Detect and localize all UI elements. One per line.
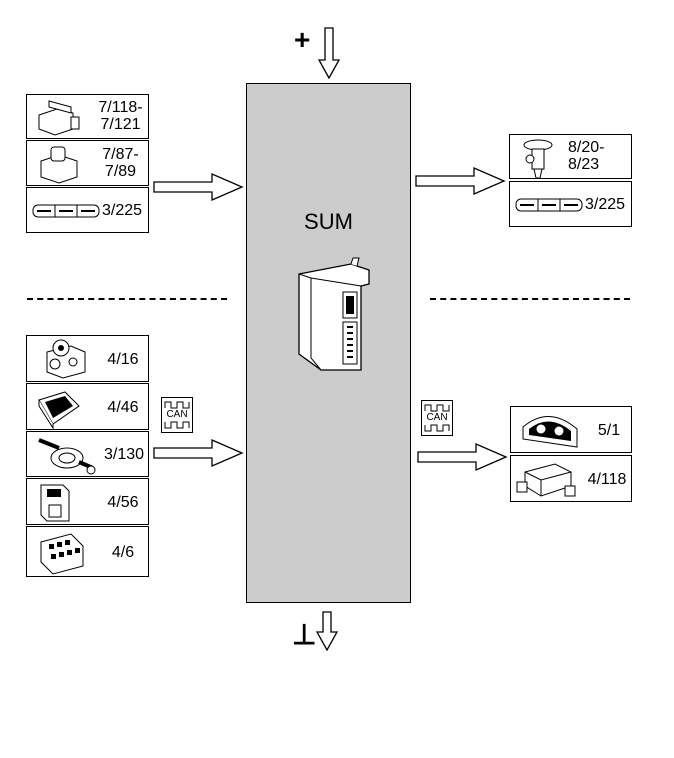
ground-arrow-icon xyxy=(315,611,339,652)
component-3-225-left: 3/225 xyxy=(26,187,149,233)
component-label: 4/16 xyxy=(107,351,139,368)
output-arrow-icon xyxy=(415,167,506,195)
can-output-arrow-icon xyxy=(417,443,508,471)
component-4-118: 4/118 xyxy=(510,455,632,502)
instrument-cluster-icon xyxy=(522,416,578,448)
module-title: SUM xyxy=(304,209,353,234)
control-unit-icon xyxy=(516,463,576,497)
control-unit-icon xyxy=(40,484,70,522)
can-signal-icon xyxy=(164,401,190,429)
can-bus-badge-left: CAN xyxy=(161,397,193,433)
component-label: 7/118- 7/121 xyxy=(98,99,143,133)
component-label: 4/56 xyxy=(107,494,139,511)
component-label: 4/6 xyxy=(111,544,135,561)
ground-symbol: ⊥ xyxy=(292,619,317,650)
can-label: CAN xyxy=(166,409,188,420)
sensor-icon xyxy=(40,146,78,184)
component-5-1: 5/1 xyxy=(510,406,632,453)
valve-icon xyxy=(523,139,553,179)
can-signal-icon xyxy=(424,404,450,432)
sum-module: SUM xyxy=(246,83,411,603)
component-4-56: 4/56 xyxy=(26,478,149,525)
component-label: 4/46 xyxy=(107,399,139,416)
steering-switch-icon xyxy=(38,438,96,475)
component-4-6: 4/6 xyxy=(26,526,149,577)
component-4-16: 4/16 xyxy=(26,335,149,382)
component-label: 3/225 xyxy=(584,196,626,213)
abs-unit-icon xyxy=(46,339,86,379)
component-label: 3/225 xyxy=(101,202,143,219)
sensor-icon xyxy=(38,100,80,136)
component-3-130: 3/130 xyxy=(26,431,149,477)
switch-panel-icon xyxy=(32,204,100,218)
input-arrow-icon xyxy=(153,173,244,201)
component-7-87: 7/87- 7/89 xyxy=(26,140,149,186)
component-4-46: 4/46 xyxy=(26,383,149,430)
can-input-arrow-icon xyxy=(153,439,244,467)
control-unit-icon xyxy=(40,533,84,575)
component-8-20: 8/20- 8/23 xyxy=(509,134,632,179)
component-label: 8/20- 8/23 xyxy=(568,139,605,173)
can-label: CAN xyxy=(426,412,448,423)
power-arrow-icon xyxy=(317,27,341,80)
can-bus-badge-right: CAN xyxy=(421,400,453,436)
component-7-118: 7/118- 7/121 xyxy=(26,94,149,139)
control-unit-icon xyxy=(298,257,370,371)
component-3-225-right: 3/225 xyxy=(509,181,632,227)
separator-right xyxy=(430,298,630,300)
component-label: 4/118 xyxy=(587,471,627,488)
separator-left xyxy=(27,298,227,300)
component-label: 5/1 xyxy=(597,422,621,439)
power-plus-symbol: + xyxy=(294,24,311,55)
component-label: 3/130 xyxy=(103,446,145,463)
switch-panel-icon xyxy=(515,198,583,212)
control-unit-icon xyxy=(38,391,80,430)
component-label: 7/87- 7/89 xyxy=(102,146,139,180)
